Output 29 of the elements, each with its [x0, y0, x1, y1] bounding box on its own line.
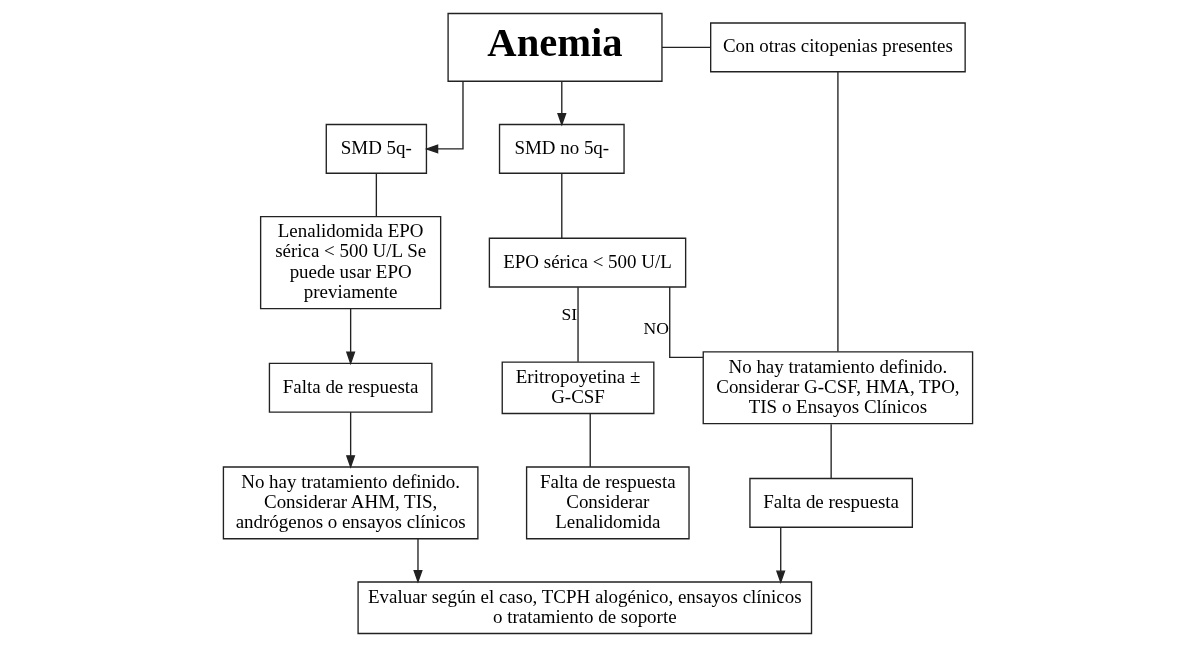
- arrow: [345, 411, 356, 469]
- node-box: No hay tratamiento definido. Considerar AHM, TIS, andrógenos o ensayos clínicos: [222, 466, 479, 540]
- node-box: Falta de respuesta: [268, 362, 433, 413]
- arrow: [557, 81, 567, 127]
- node-box: Lenalidomida EPO sérica < 500 U/L Se puede usar EPO previamente: [259, 215, 442, 310]
- node-box: Anemia: [447, 12, 663, 82]
- connector: [561, 172, 563, 239]
- connector: [837, 71, 839, 353]
- node-box: No hay tratamiento definido. Considerar G-CSF, HMA, TPO, TIS o Ensayos Clínicos: [702, 351, 974, 425]
- connector: [661, 46, 712, 49]
- node-box: Falta de respuesta: [749, 477, 914, 528]
- connector: [375, 172, 378, 218]
- edge-label: NO: [643, 317, 669, 338]
- arrow: [413, 538, 423, 584]
- node-box: SMD 5q-: [325, 123, 428, 174]
- connector: [577, 286, 579, 363]
- node-box: EPO sérica < 500 U/L: [488, 237, 687, 288]
- connector: [589, 413, 591, 468]
- node-box: Eritropoyetina ± G-CSF: [501, 361, 655, 415]
- node-box: SMD no 5q-: [498, 123, 625, 174]
- connector: [669, 286, 704, 358]
- node-box: Falta de respuesta Considerar Lenalidomida: [525, 466, 690, 540]
- connector: [830, 423, 832, 479]
- arrow: [345, 308, 356, 366]
- node-box: Evaluar según el caso, TCPH alogénico, ensayos clínicos o tratamiento de soporte: [357, 581, 813, 635]
- arrow: [424, 81, 464, 154]
- node-box: Con otras citopenias presentes: [710, 22, 966, 73]
- arrow: [776, 527, 786, 584]
- edge-label: SI: [561, 303, 578, 324]
